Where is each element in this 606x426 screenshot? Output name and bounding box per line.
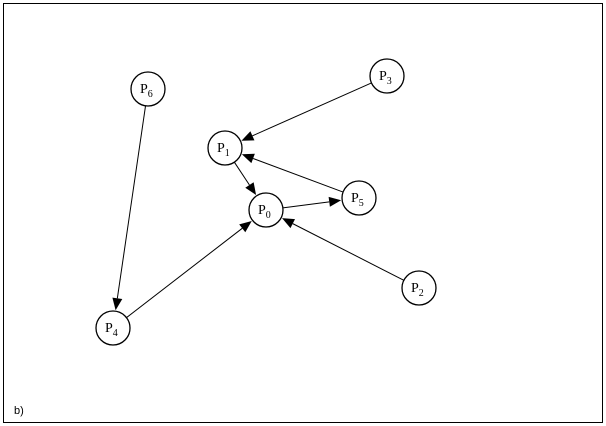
node-label: P5 bbox=[351, 191, 364, 209]
node-label-letter: P bbox=[217, 141, 225, 156]
edge-line bbox=[252, 82, 372, 137]
node-circle bbox=[341, 180, 377, 216]
node-label-subscript: 5 bbox=[359, 198, 364, 209]
node-label-subscript: 2 bbox=[419, 288, 424, 299]
node-circle bbox=[207, 130, 243, 166]
node-circle bbox=[95, 310, 131, 346]
edge-line bbox=[116, 105, 147, 299]
node-circle bbox=[401, 270, 437, 306]
node-label-letter: P bbox=[258, 203, 266, 218]
node-p4: P4 bbox=[95, 310, 131, 346]
edge-p3-to-p1 bbox=[241, 82, 372, 141]
node-p6: P6 bbox=[130, 71, 166, 107]
diagram-caption: b) bbox=[14, 405, 24, 417]
edge-p2-to-p0 bbox=[282, 218, 405, 281]
node-label-letter: P bbox=[379, 69, 387, 84]
edge-p0-to-p5 bbox=[282, 196, 342, 209]
edge-p4-to-p0 bbox=[126, 220, 252, 319]
edge-line bbox=[292, 223, 405, 281]
node-label-subscript: 6 bbox=[148, 89, 153, 100]
node-label-letter: P bbox=[411, 281, 419, 296]
edge-p6-to-p4 bbox=[112, 105, 147, 311]
node-label: P1 bbox=[217, 141, 230, 159]
edge-p1-to-p0 bbox=[233, 161, 257, 195]
node-p1: P1 bbox=[207, 130, 243, 166]
node-label: P2 bbox=[411, 281, 424, 299]
arrowhead-icon bbox=[239, 220, 252, 233]
node-circle bbox=[369, 58, 405, 94]
edge-p5-to-p1 bbox=[241, 153, 344, 193]
arrowhead-icon bbox=[245, 182, 257, 195]
edge-line bbox=[282, 201, 330, 209]
arrowhead-icon bbox=[241, 153, 255, 164]
node-circle bbox=[248, 192, 284, 228]
node-circle bbox=[130, 71, 166, 107]
edge-line bbox=[126, 227, 243, 319]
diagram-frame bbox=[3, 3, 603, 423]
arrowhead-icon bbox=[241, 131, 255, 141]
node-label: P4 bbox=[105, 321, 118, 339]
node-label: P3 bbox=[379, 69, 392, 87]
node-p0: P0 bbox=[248, 192, 284, 228]
node-label-subscript: 4 bbox=[113, 328, 118, 339]
node-p3: P3 bbox=[369, 58, 405, 94]
node-label-letter: P bbox=[140, 82, 148, 97]
node-p5: P5 bbox=[341, 180, 377, 216]
edges-layer bbox=[112, 82, 405, 319]
arrowhead-icon bbox=[328, 196, 342, 207]
node-label-letter: P bbox=[351, 191, 359, 206]
arrowhead-icon bbox=[282, 218, 295, 229]
edge-line bbox=[233, 161, 250, 186]
node-label-subscript: 0 bbox=[266, 210, 271, 221]
node-label-subscript: 1 bbox=[225, 148, 230, 159]
edge-line bbox=[252, 158, 344, 193]
node-label-letter: P bbox=[105, 321, 113, 336]
arrowhead-icon bbox=[112, 297, 123, 311]
node-label: P0 bbox=[258, 203, 271, 221]
node-p2: P2 bbox=[401, 270, 437, 306]
node-label: P6 bbox=[140, 82, 153, 100]
node-label-subscript: 3 bbox=[387, 76, 392, 87]
